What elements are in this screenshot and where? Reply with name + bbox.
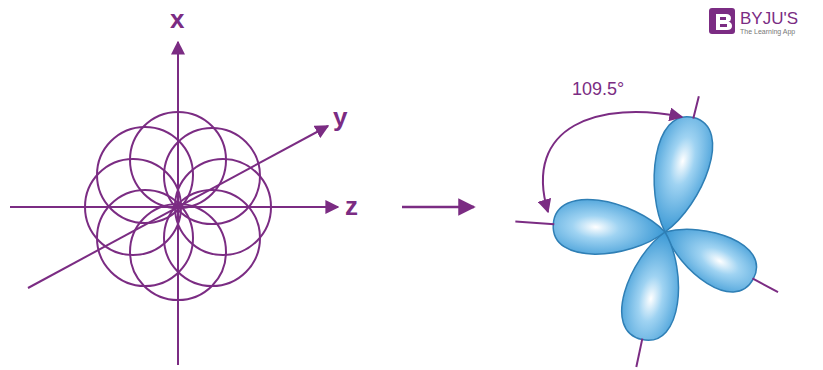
logo-mark bbox=[709, 8, 735, 34]
axis-label: x bbox=[170, 6, 184, 32]
axis-label: y bbox=[333, 104, 347, 130]
logo-text: BYJU'S bbox=[740, 10, 798, 27]
axis-label: z bbox=[345, 193, 358, 219]
angle-arc bbox=[543, 112, 682, 212]
axes bbox=[10, 42, 338, 365]
transform-arrow bbox=[402, 206, 474, 209]
sp3-lobes bbox=[513, 90, 790, 370]
orbital-circles bbox=[85, 112, 271, 300]
angle-label: 109.5° bbox=[572, 80, 624, 98]
logo-tagline: The Learning App bbox=[740, 28, 795, 35]
